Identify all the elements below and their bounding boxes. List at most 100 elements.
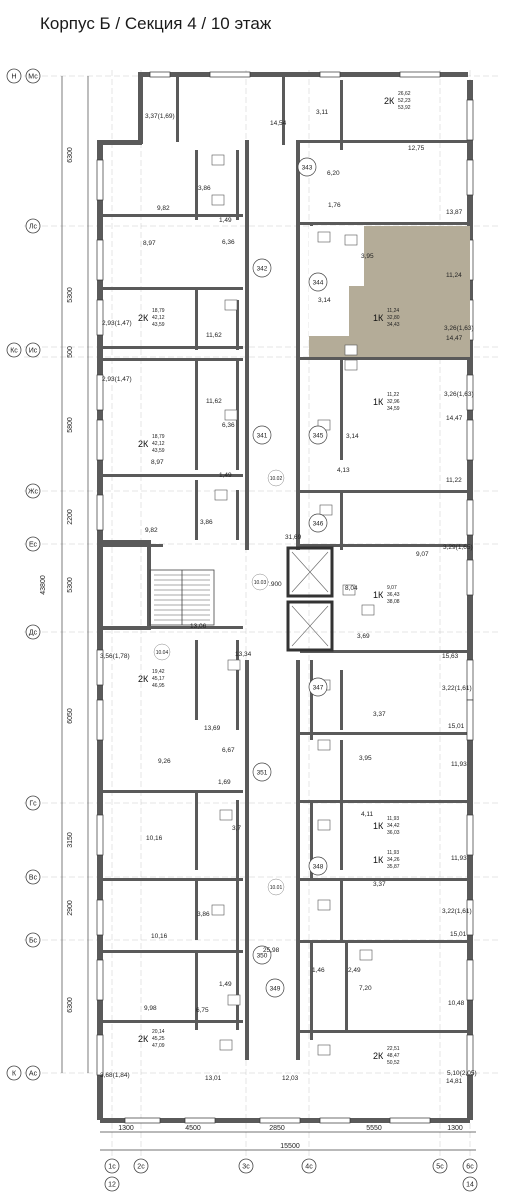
dimension-label: 5800 [67, 417, 74, 433]
window [96, 239, 104, 281]
window [96, 299, 104, 336]
apartment-living-area: 26,62 [398, 91, 411, 97]
window [466, 159, 474, 196]
room-area: 3,37 [373, 711, 386, 718]
elevator-shaft [286, 546, 334, 598]
apartment-total-area: 50,52 [387, 1060, 400, 1066]
apartment-type: 2К [138, 439, 149, 449]
apartment-type: 2К [138, 1034, 149, 1044]
window [259, 1117, 301, 1124]
window [96, 899, 104, 936]
apartment-number-circle [308, 856, 328, 876]
sanitary-fixture [361, 604, 375, 616]
apartment-area: 45,25 [152, 1036, 165, 1042]
wall [103, 214, 243, 217]
wall [300, 140, 470, 143]
level-mark: +27.900 [258, 581, 282, 588]
sanitary-fixture [317, 899, 331, 911]
axis-circle [462, 1158, 478, 1174]
window [466, 99, 474, 141]
apartment-type: 1К [373, 397, 384, 407]
wall [340, 880, 343, 940]
apartment-number: 348 [313, 864, 324, 871]
room-area: 3,22(1,61) [442, 685, 472, 692]
apartment-type: 2К [138, 674, 149, 684]
apartment-number: 349 [270, 986, 281, 993]
window [96, 494, 104, 531]
axis-circle [25, 624, 41, 640]
dimension-label: 6300 [67, 997, 74, 1013]
dimension-label: 3150 [67, 832, 74, 848]
wall [176, 72, 179, 142]
axis-label: Мс [28, 74, 38, 81]
apartment-area: 45,17 [152, 676, 165, 682]
room-area: 11,62 [206, 398, 222, 405]
apartment-living-area: 18,79 [152, 308, 165, 314]
apartment-total-area: 46,95 [152, 683, 165, 689]
wall [103, 1020, 243, 1023]
window [96, 159, 104, 201]
apartment-area: 36,43 [387, 592, 400, 598]
window [319, 1117, 351, 1124]
wall [300, 940, 470, 943]
room-area: 11,93 [451, 761, 467, 768]
room-area: 11,24 [446, 272, 462, 279]
apartment-number-circle [308, 272, 328, 292]
axis-circle [238, 1158, 254, 1174]
room-area: 13,01 [205, 1075, 222, 1082]
room-area: 1,76 [328, 202, 341, 209]
axis-label: Ес [29, 542, 38, 549]
apartment-total-area: 53,92 [398, 105, 411, 111]
sanitary-fixture [227, 994, 241, 1006]
room-area: 7,20 [359, 985, 372, 992]
wall [300, 800, 470, 803]
sanitary-fixture [224, 299, 238, 311]
sanitary-fixture [359, 949, 373, 961]
apartment-number-circle [308, 425, 328, 445]
axis-label: 1с [108, 1164, 116, 1171]
axis-label: К [12, 1071, 17, 1078]
dimension-label: 5300 [67, 577, 74, 593]
axis-circle [25, 1065, 41, 1081]
room-area: 14,47 [446, 335, 463, 342]
wall [195, 360, 198, 470]
room-area: 1,49 [219, 472, 232, 479]
apartment-total-area: 38,08 [387, 599, 400, 605]
apartment-type: 2К [373, 1051, 384, 1061]
window [466, 499, 474, 536]
room-area: 15,01 [448, 723, 465, 730]
apartment-area: 42,12 [152, 441, 165, 447]
room-area: 11,62 [206, 332, 222, 339]
wall [296, 660, 300, 1060]
window [466, 419, 474, 461]
wall [245, 140, 249, 550]
wall [310, 660, 313, 740]
room-area: 1,49 [219, 217, 232, 224]
wall [245, 660, 249, 1060]
axis-label: Жс [28, 489, 38, 496]
apartment-living-area: 11,93 [387, 850, 399, 856]
room-area: 3,56(1,78) [100, 653, 130, 660]
room-tag: 10.04 [156, 650, 169, 656]
room-area: 3,37 [373, 881, 386, 888]
room-area: 4,13 [337, 467, 350, 474]
wall [300, 650, 470, 653]
room-area: 14,47 [446, 415, 463, 422]
sanitary-fixture [219, 1039, 233, 1051]
sanitary-fixture [344, 359, 358, 371]
axis-label: 4с [305, 1164, 313, 1171]
apartment-number: 346 [313, 521, 324, 528]
sanitary-fixture [344, 344, 358, 356]
window [466, 814, 474, 856]
window [209, 71, 251, 78]
axis-circle [25, 536, 41, 552]
wall [345, 940, 348, 1030]
room-area: 15,63 [442, 653, 459, 660]
apartment-type: 1К [373, 821, 384, 831]
sanitary-fixture [344, 234, 358, 246]
room-area: 14,81 [446, 1078, 463, 1085]
wall [103, 287, 243, 290]
dimension-label: 500 [67, 346, 74, 358]
wall [195, 150, 198, 220]
